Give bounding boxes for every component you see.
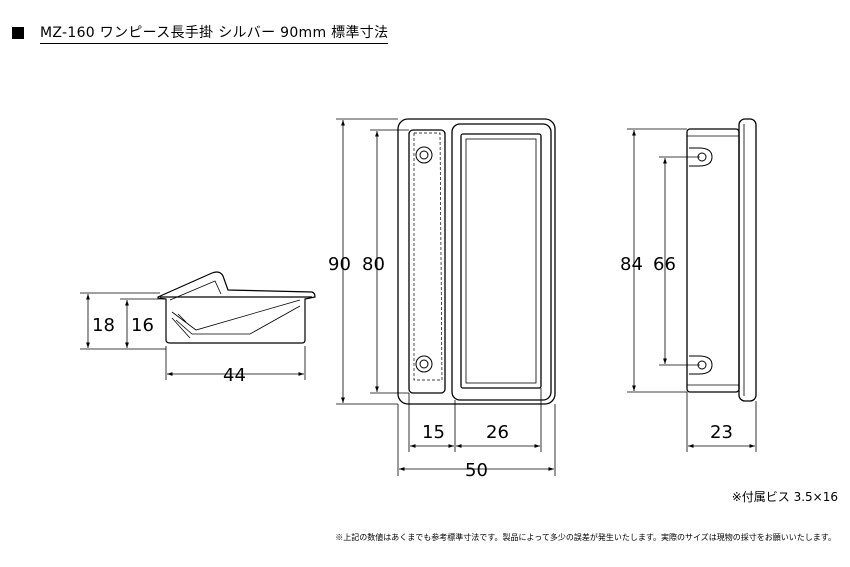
dim-back-hole-pitch: 66: [653, 254, 676, 275]
front-screw-hole-bottom: [415, 355, 433, 373]
dim-back-height-outer: 84: [620, 254, 643, 275]
footer-disclaimer: ※上記の数値はあくまでも参考標準寸法です。製品によって多少の誤差が発生いたします…: [335, 533, 836, 542]
back-view: [686, 118, 757, 402]
side-view-outline: [157, 271, 316, 344]
front-outer-frame: [397, 118, 556, 405]
front-pocket-inner: [460, 133, 542, 389]
front-left-panel: [408, 129, 446, 394]
page-title: MZ-160 ワンピース長手掛 シルバー 90mm 標準寸法: [40, 22, 389, 44]
front-view: [397, 118, 556, 405]
dim-front-height-outer: 90: [328, 254, 351, 275]
front-pocket-outer: [451, 123, 552, 401]
dim-side-height-outer: 18: [92, 315, 115, 336]
dim-front-total-width: 50: [465, 460, 488, 481]
dim-side-depth: 44: [223, 365, 246, 386]
title-bar: MZ-160 ワンピース長手掛 シルバー 90mm 標準寸法: [12, 22, 389, 44]
front-screw-hole-top: [415, 146, 433, 164]
title-square-icon: [12, 27, 24, 39]
screw-note: ※付属ビス 3.5×16: [731, 490, 838, 504]
side-view: [157, 271, 316, 344]
dim-front-left-width: 15: [422, 422, 445, 443]
front-view-dimensions: [336, 118, 556, 476]
side-view-dimensions: [80, 292, 306, 380]
dim-front-right-width: 26: [486, 422, 509, 443]
dim-back-width: 23: [710, 422, 733, 443]
back-view-dimensions: [627, 128, 757, 452]
back-flange: [738, 118, 757, 402]
dim-side-height-inner: 16: [131, 315, 154, 336]
dim-front-height-inner: 80: [362, 254, 385, 275]
back-body: [686, 128, 740, 393]
